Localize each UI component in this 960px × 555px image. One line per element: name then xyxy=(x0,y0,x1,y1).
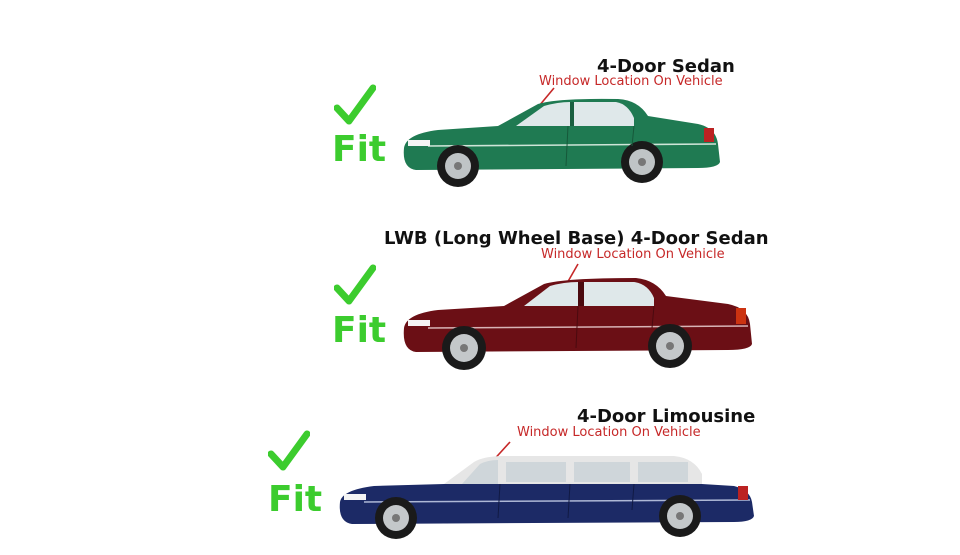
vehicle-type-title: LWB (Long Wheel Base) 4-Door Sedan xyxy=(384,228,769,249)
window-location-note: Window Location On Vehicle xyxy=(517,425,701,440)
fit-label: Fit xyxy=(268,479,323,520)
checkmark-icon xyxy=(334,264,376,305)
vehicle-type-title: 4-Door Sedan xyxy=(597,56,735,77)
fit-label: Fit xyxy=(332,129,387,170)
window-location-note: Window Location On Vehicle xyxy=(541,247,725,262)
fit-label: Fit xyxy=(332,310,387,351)
lwb-sedan-car-illustration xyxy=(403,278,752,370)
limousine-car-illustration xyxy=(339,456,754,539)
window-location-note: Window Location On Vehicle xyxy=(539,74,723,89)
sedan-car-illustration xyxy=(403,98,720,187)
vehicle-type-title: 4-Door Limousine xyxy=(577,406,756,427)
checkmark-icon xyxy=(268,430,310,471)
checkmark-icon xyxy=(334,84,376,125)
